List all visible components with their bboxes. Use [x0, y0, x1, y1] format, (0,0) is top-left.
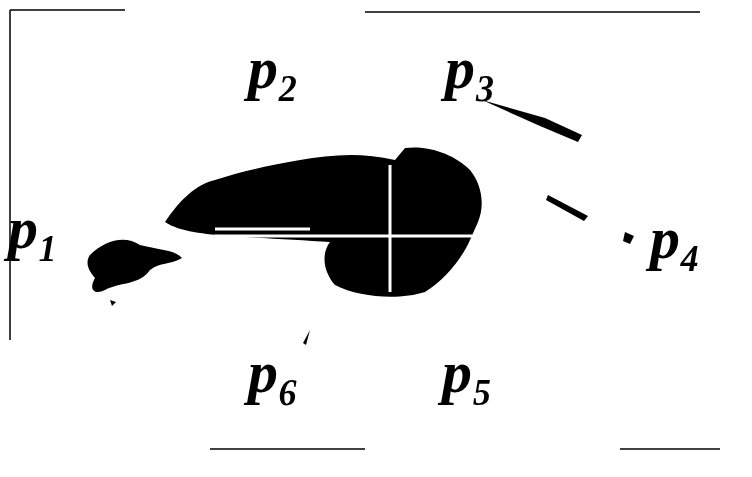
frame-line — [620, 448, 720, 450]
landmark-label: p₂ — [248, 38, 299, 98]
eyelash-stroke — [546, 195, 588, 221]
landmark-label: p₁ — [8, 198, 59, 258]
crosshair — [215, 235, 475, 238]
landmark-label: p₃ — [445, 38, 496, 98]
crosshair — [389, 165, 392, 292]
speck — [623, 232, 634, 244]
eye-blob — [165, 147, 482, 296]
landmark-label: p₅ — [442, 342, 493, 402]
landmark-label: p₄ — [650, 208, 701, 268]
speck — [303, 330, 310, 345]
frame-line — [9, 10, 11, 340]
frame-line — [365, 11, 700, 13]
eye-corner-blob — [88, 240, 182, 292]
landmark-label: p₆ — [248, 342, 299, 402]
frame-line — [10, 9, 125, 11]
eyelash-stroke — [482, 100, 582, 142]
speck — [110, 300, 116, 306]
frame-line — [210, 448, 365, 450]
crosshair — [215, 228, 310, 231]
